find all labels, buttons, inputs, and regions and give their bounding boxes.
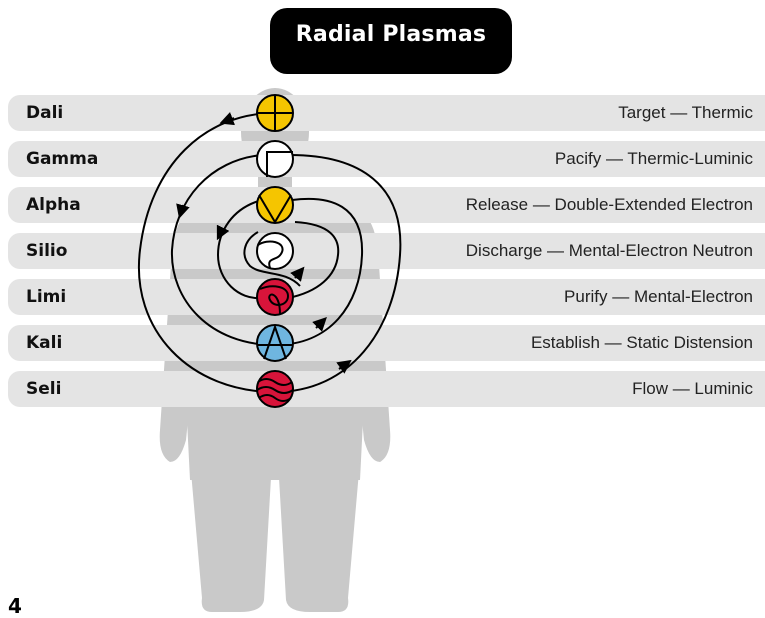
page-number: 4 bbox=[8, 594, 22, 618]
circle-corner-icon bbox=[257, 141, 293, 177]
circle-waves-icon bbox=[257, 371, 293, 407]
circle-swirl-icon bbox=[257, 233, 293, 269]
circle-cross-icon bbox=[257, 95, 293, 131]
circle-loop-icon bbox=[257, 279, 293, 315]
circle-a-icon bbox=[257, 325, 293, 361]
circle-v-icon bbox=[257, 187, 293, 223]
